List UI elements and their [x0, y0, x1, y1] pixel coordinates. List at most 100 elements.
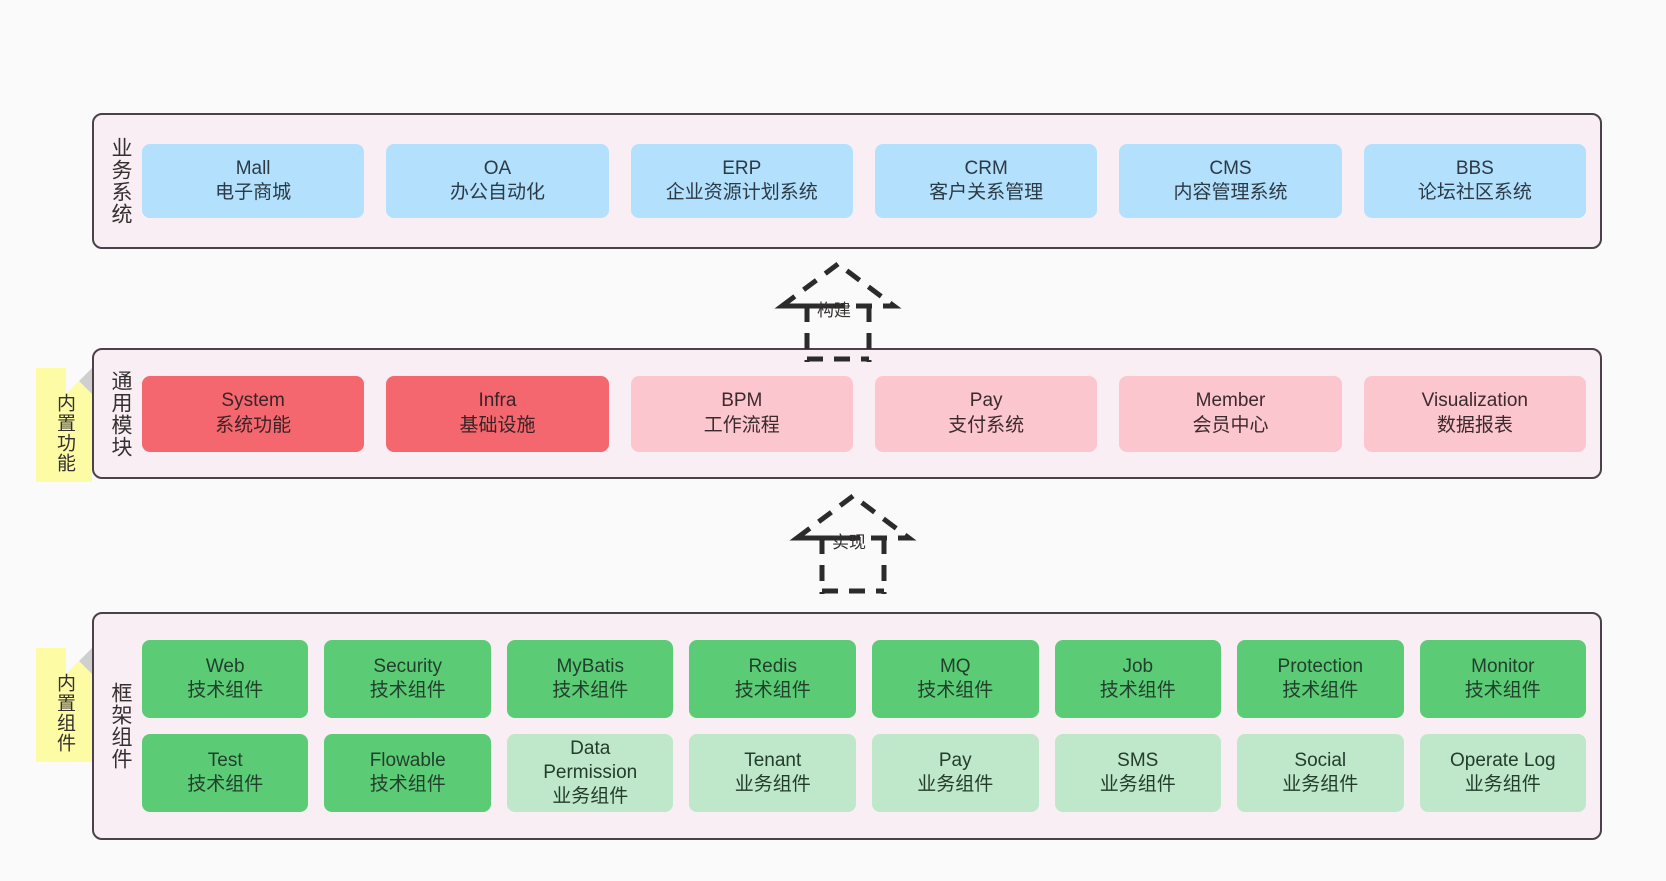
node-subtitle: 技术组件	[1464, 680, 1541, 701]
node-infra[interactable]: Infra 基础设施	[386, 375, 609, 452]
node-subtitle: 数据报表	[1436, 414, 1513, 436]
node-tenant[interactable]: Tenant 业务组件	[689, 734, 856, 812]
node-title: Web	[205, 655, 245, 677]
node-title: SMS	[1117, 749, 1159, 771]
node-subtitle: 技术组件	[734, 680, 811, 701]
node-title: Test	[207, 749, 243, 771]
node-title: Operate Log	[1449, 749, 1556, 771]
node-subtitle: 支付系统	[948, 414, 1025, 436]
node-title: MQ	[939, 655, 971, 677]
node-row: Web 技术组件 Security 技术组件 MyBatis 技术组件 Redi…	[141, 640, 1587, 718]
node-subtitle: 基础设施	[459, 414, 536, 436]
node-subtitle: 办公自动化	[449, 182, 545, 203]
node-member[interactable]: Member 会员中心	[1119, 375, 1342, 452]
node-title: CRM	[964, 157, 1008, 179]
node-title: Member	[1195, 390, 1266, 412]
node-visualization[interactable]: Visualization 数据报表	[1363, 375, 1586, 452]
node-row: Mall 电子商城 OA 办公自动化 ERP 企业资源计划系统 CRM 客户关系…	[141, 144, 1586, 218]
node-title: Job	[1122, 655, 1154, 677]
node-social[interactable]: Social 业务组件	[1237, 734, 1404, 812]
node-subtitle: 客户关系管理	[929, 182, 1044, 203]
node-subtitle: 技术组件	[369, 680, 446, 701]
node-title: Social	[1294, 749, 1347, 771]
node-subtitle: 技术组件	[187, 680, 264, 701]
node-flowable[interactable]: Flowable 技术组件	[324, 734, 491, 812]
node-subtitle: 业务组件	[734, 774, 811, 795]
node-subtitle: 技术组件	[187, 774, 264, 795]
node-subtitle: 内容管理系统	[1173, 182, 1288, 203]
node-system[interactable]: System 系统功能	[141, 375, 365, 452]
node-row: System 系统功能 Infra 基础设施 BPM 工作流程 Pay 支付系统…	[141, 375, 1586, 452]
node-protection[interactable]: Protection 技术组件	[1237, 640, 1404, 718]
node-row: Test 技术组件 Flowable 技术组件 Data Permission …	[141, 734, 1587, 812]
node-title: Flowable	[369, 749, 446, 771]
node-title: Protection	[1277, 655, 1364, 677]
node-title-line2: Permission	[543, 761, 638, 783]
node-mq[interactable]: MQ 技术组件	[872, 640, 1039, 718]
layer-title-common-module: 通用模块	[108, 369, 132, 458]
node-title: OA	[483, 157, 512, 179]
node-subtitle: 会员中心	[1192, 414, 1269, 436]
node-title: BPM	[721, 390, 763, 412]
node-pay-module[interactable]: Pay 支付系统	[874, 375, 1098, 452]
node-monitor[interactable]: Monitor 技术组件	[1419, 640, 1587, 718]
node-title: ERP	[722, 157, 762, 179]
node-cms[interactable]: CMS 内容管理系统	[1119, 144, 1342, 218]
node-title: Tenant	[744, 749, 802, 771]
node-job[interactable]: Job 技术组件	[1054, 640, 1222, 718]
connector-implement-label: 实现	[832, 533, 866, 552]
node-subtitle: 技术组件	[917, 680, 994, 701]
connector-implement: 实现	[775, 490, 975, 600]
layer-framework-component[interactable]: 框架组件 Web 技术组件 Security 技术组件 MyBatis 技术组件…	[92, 612, 1602, 840]
node-title: MyBatis	[556, 655, 625, 677]
sticky-fold-cut	[66, 648, 92, 674]
node-redis[interactable]: Redis 技术组件	[689, 640, 856, 718]
node-title: Redis	[748, 655, 798, 677]
node-oa[interactable]: OA 办公自动化	[386, 144, 609, 218]
sticky-note-label: 内置功能	[54, 393, 76, 473]
node-title: Security	[373, 655, 443, 677]
node-web[interactable]: Web 技术组件	[141, 640, 309, 718]
sticky-note-builtin-function[interactable]: 内置功能	[36, 368, 92, 482]
node-test[interactable]: Test 技术组件	[141, 734, 309, 812]
layer-business-system[interactable]: 业务系统 Mall 电子商城 OA 办公自动化 ERP 企业资源计划系统 CRM	[92, 113, 1602, 249]
layer-body-business-system: Mall 电子商城 OA 办公自动化 ERP 企业资源计划系统 CRM 客户关系…	[141, 115, 1600, 247]
node-subtitle: 业务组件	[1099, 774, 1176, 795]
connector-build: 构建	[760, 258, 960, 368]
node-mall[interactable]: Mall 电子商城	[141, 144, 365, 218]
connector-build-label: 构建	[817, 301, 851, 320]
node-title: CMS	[1209, 157, 1252, 179]
node-sms[interactable]: SMS 业务组件	[1054, 734, 1222, 812]
sticky-note-builtin-component[interactable]: 内置组件	[36, 648, 92, 762]
node-crm[interactable]: CRM 客户关系管理	[874, 144, 1098, 218]
node-title: Mall	[235, 157, 271, 179]
generalization-arrow-icon	[774, 260, 902, 362]
node-data-permission[interactable]: Data Permission 业务组件	[506, 734, 674, 812]
generalization-arrow-icon	[789, 492, 917, 594]
sticky-note-label: 内置组件	[54, 673, 76, 753]
node-subtitle: 论坛社区系统	[1417, 182, 1532, 203]
node-subtitle: 业务组件	[552, 786, 629, 808]
node-bbs[interactable]: BBS 论坛社区系统	[1363, 144, 1586, 218]
layer-body-framework-component: Web 技术组件 Security 技术组件 MyBatis 技术组件 Redi…	[141, 614, 1600, 838]
node-subtitle: 技术组件	[1282, 680, 1359, 701]
node-mybatis[interactable]: MyBatis 技术组件	[506, 640, 674, 718]
node-erp[interactable]: ERP 企业资源计划系统	[630, 144, 853, 218]
layer-common-module[interactable]: 通用模块 System 系统功能 Infra 基础设施 BPM 工作流程 Pay	[92, 348, 1602, 479]
node-title: Data	[570, 737, 611, 759]
node-subtitle: 电子商城	[215, 182, 292, 203]
sticky-fold-cut	[66, 368, 92, 394]
layer-title-business-system: 业务系统	[108, 137, 132, 225]
node-operate-log[interactable]: Operate Log 业务组件	[1419, 734, 1587, 812]
node-title: Pay	[938, 749, 972, 771]
node-security[interactable]: Security 技术组件	[324, 640, 491, 718]
node-pay-component[interactable]: Pay 业务组件	[872, 734, 1039, 812]
node-subtitle: 技术组件	[552, 680, 629, 701]
node-subtitle: 技术组件	[369, 774, 446, 795]
node-title: Pay	[969, 390, 1003, 412]
node-title: System	[221, 390, 285, 412]
node-bpm[interactable]: BPM 工作流程	[630, 375, 853, 452]
node-subtitle: 技术组件	[1099, 680, 1176, 701]
node-subtitle: 企业资源计划系统	[665, 182, 818, 203]
